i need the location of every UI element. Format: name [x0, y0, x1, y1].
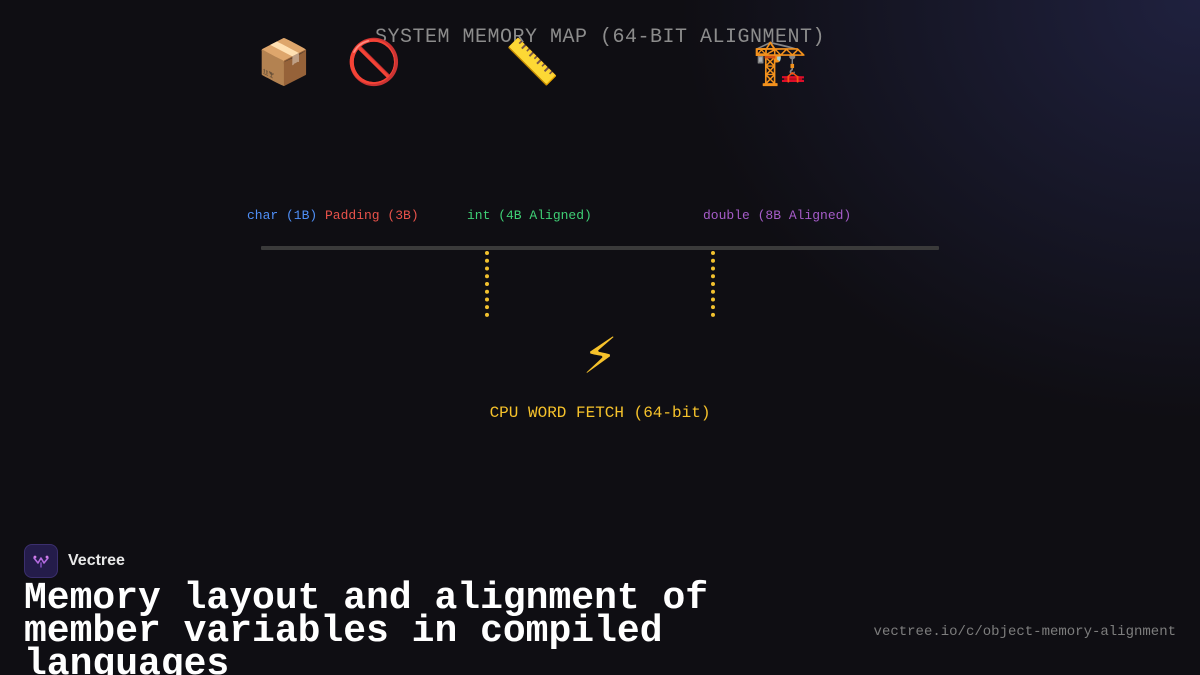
cpu-fetch-label: CPU WORD FETCH (64-bit) — [489, 404, 711, 422]
segment-label-char: char (1B) — [247, 208, 318, 223]
brand-name: Vectree — [68, 552, 125, 569]
fetch-line-int — [485, 251, 489, 317]
package-icon: 📦 — [256, 37, 312, 88]
diagram-title: SYSTEM MEMORY MAP (64-BIT ALIGNMENT) — [374, 26, 826, 49]
fetch-line-double — [711, 251, 715, 317]
segment-label-double: double (8B Aligned) — [703, 208, 852, 223]
page-title: Memory layout and alignment of member va… — [24, 577, 709, 675]
vectree-logo-icon — [24, 544, 58, 578]
segment-label-int: int (4B Aligned) — [467, 208, 592, 223]
segment-label-padding: Padding (3B) — [325, 208, 419, 223]
brand: Vectree — [24, 544, 125, 578]
source-url: vectree.io/c/object-memory-alignment — [873, 624, 1176, 640]
lightning-icon: ⚡ — [582, 327, 618, 385]
crane-icon: 🏗️ — [752, 37, 808, 88]
ruler-icon: 📏 — [504, 37, 560, 88]
memory-bar — [261, 246, 939, 250]
no-entry-icon: 🚫 — [346, 37, 402, 88]
